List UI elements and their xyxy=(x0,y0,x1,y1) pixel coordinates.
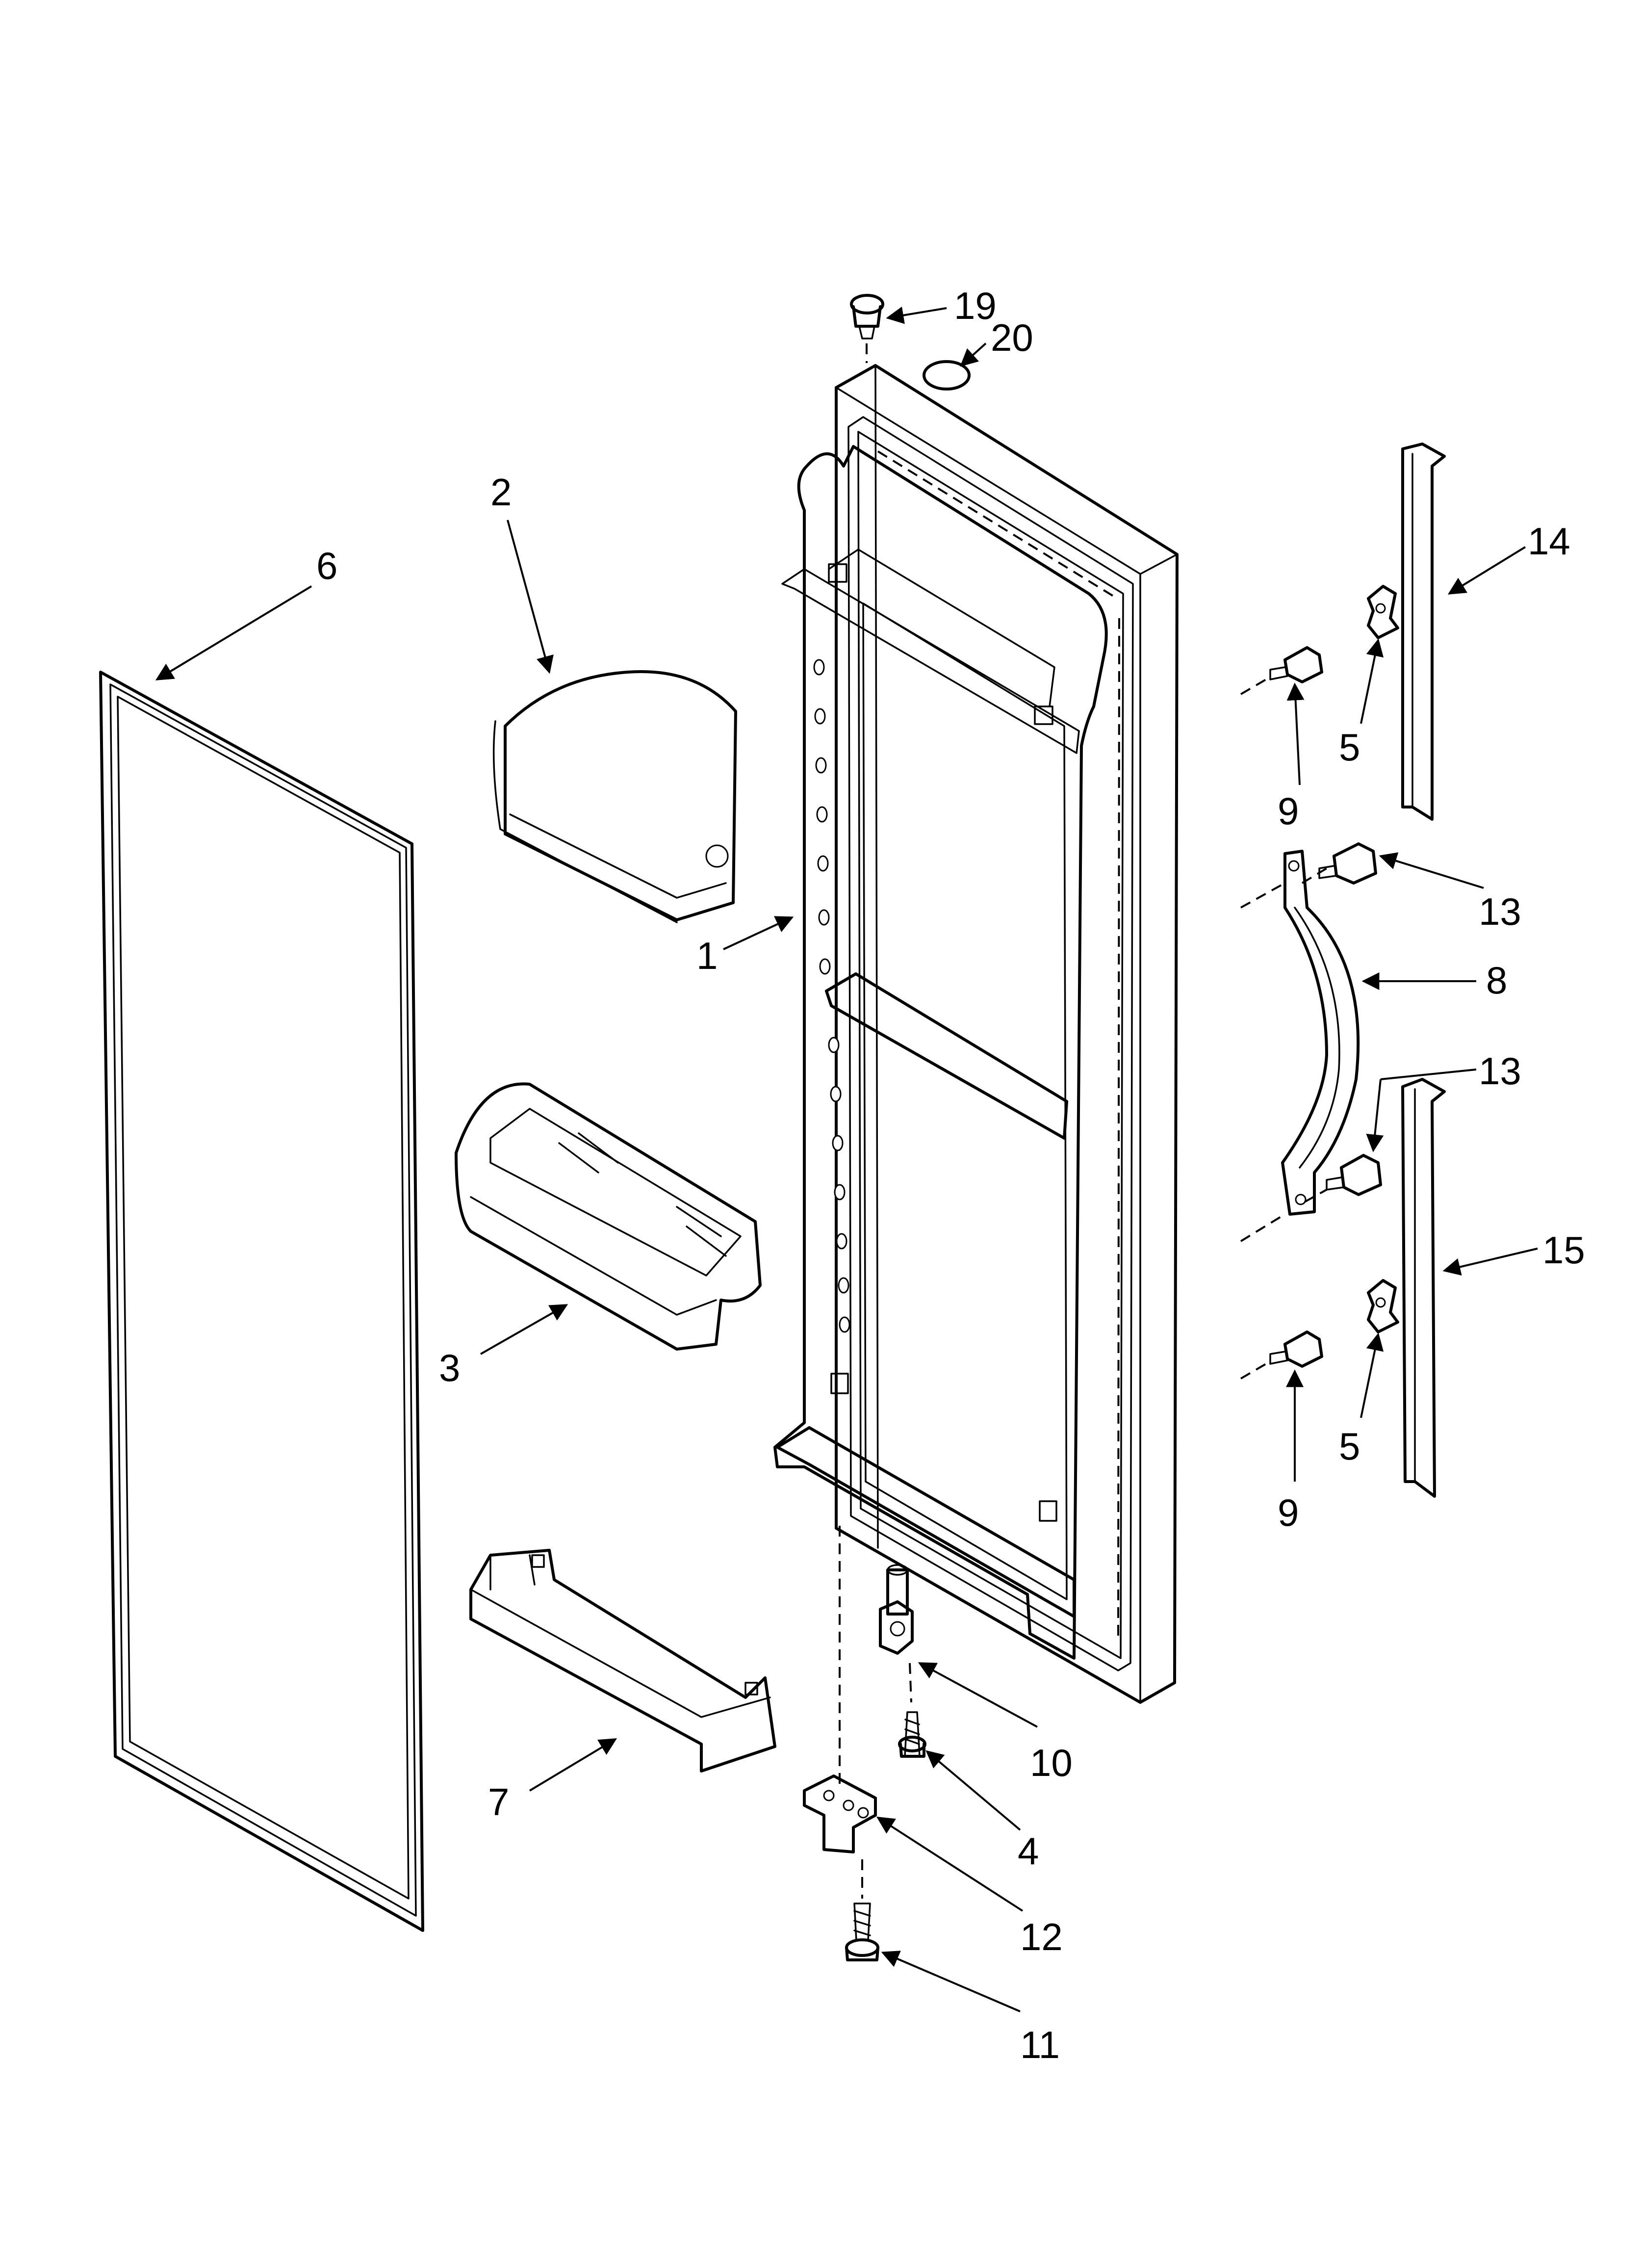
hinge-pin-part-10 xyxy=(879,1564,914,1703)
upper-trim-part-14 xyxy=(1401,443,1446,821)
callout-10: 10 xyxy=(1030,1741,1073,1784)
screw-part-13-lower xyxy=(1326,1154,1382,1196)
door-bar-bin-part-7 xyxy=(469,1549,776,1773)
handle-part-8 xyxy=(1240,850,1360,1242)
callout-8: 8 xyxy=(1486,959,1507,1002)
callout-12: 12 xyxy=(1020,1915,1063,1958)
screw-part-13-upper xyxy=(1318,842,1377,885)
callout-20: 20 xyxy=(991,316,1033,359)
screw-part-9-upper xyxy=(1240,646,1323,695)
clip-part-5-upper xyxy=(1367,585,1399,639)
callout-3: 3 xyxy=(439,1346,460,1389)
dairy-bin-part-2 xyxy=(492,670,737,923)
callout-9-lower: 9 xyxy=(1278,1491,1299,1534)
screw-part-9-lower xyxy=(1240,1330,1323,1380)
plug-part-19 xyxy=(850,294,884,363)
callout-13-lower: 13 xyxy=(1479,1049,1521,1093)
screw-part-4 xyxy=(898,1711,926,1758)
callout-13-upper: 13 xyxy=(1479,890,1521,933)
callout-5-upper: 5 xyxy=(1339,726,1360,769)
door-assembly-part-1 xyxy=(773,364,1179,1704)
door-shelf-bin-part-3 xyxy=(455,1082,762,1351)
callout-11: 11 xyxy=(1020,2023,1060,2066)
callout-5-lower: 5 xyxy=(1339,1425,1360,1468)
callout-1: 1 xyxy=(696,934,718,977)
callout-6: 6 xyxy=(316,544,337,587)
cap-part-20 xyxy=(923,360,971,391)
callout-14: 14 xyxy=(1528,520,1570,563)
callout-7: 7 xyxy=(488,1780,509,1824)
leader-lines xyxy=(155,306,1538,2012)
callout-19: 19 xyxy=(954,284,997,327)
callout-15: 15 xyxy=(1542,1228,1585,1272)
callout-9-upper: 9 xyxy=(1278,789,1299,833)
callout-4: 4 xyxy=(1018,1829,1039,1873)
hinge-bracket-part-12 xyxy=(803,1774,877,1853)
callout-labels: 19 20 6 2 1 3 7 14 5 9 13 8 13 15 5 9 10… xyxy=(316,284,1585,2066)
screw-part-11 xyxy=(845,1903,879,1961)
callout-2: 2 xyxy=(490,470,512,514)
door-gasket-part-6 xyxy=(99,671,424,1932)
lower-trim-part-15 xyxy=(1401,1078,1446,1498)
clip-part-5-lower xyxy=(1367,1279,1399,1333)
